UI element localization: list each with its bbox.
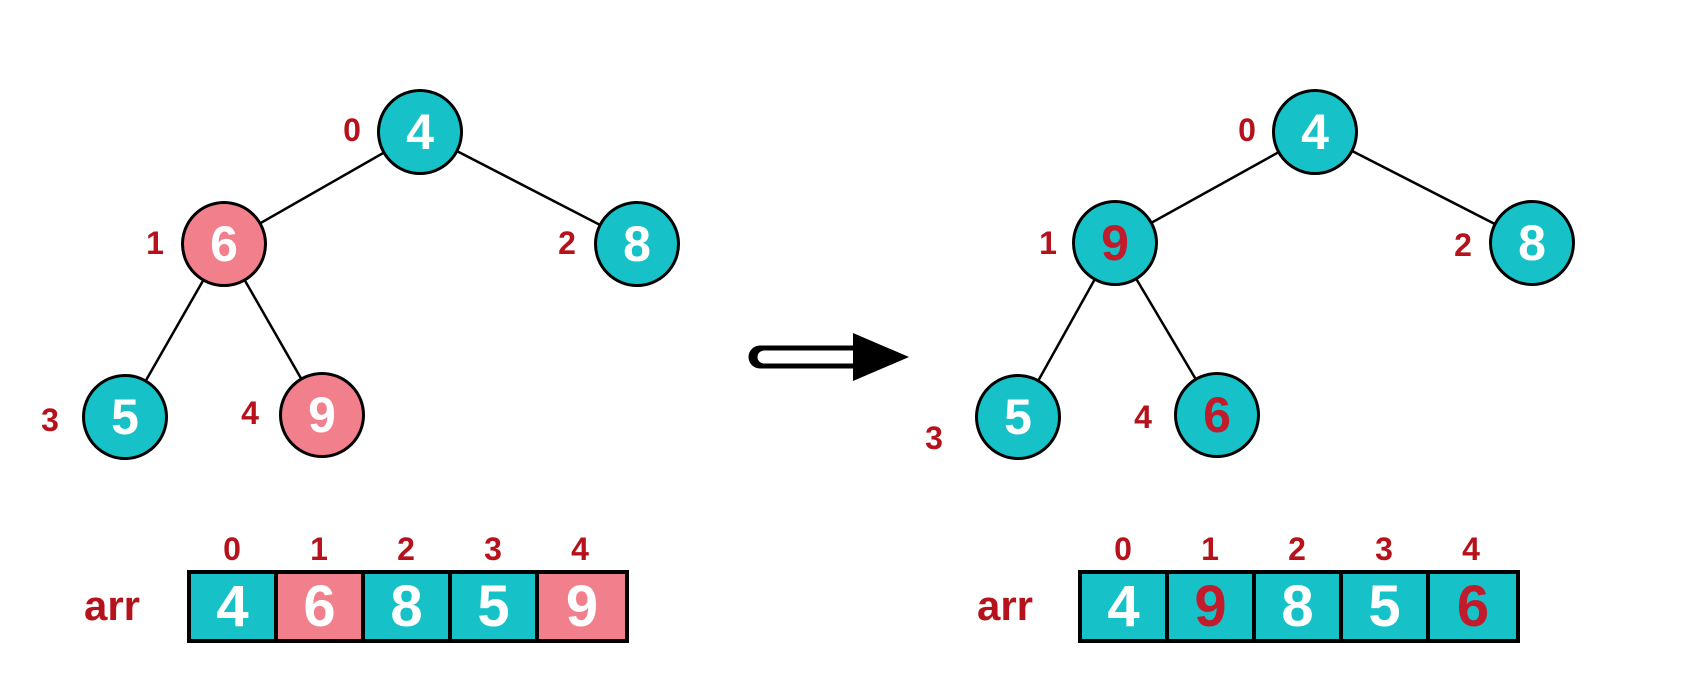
array-before-label: arr [83, 582, 141, 629]
tree-before-index-label-2: 2 [558, 225, 576, 261]
tree-after-index-label-2: 2 [1454, 227, 1472, 263]
tree-after-node-2: 8 [1489, 200, 1575, 286]
tree-after-index-label-3: 3 [925, 420, 943, 456]
tree-before-node-1: 6 [181, 201, 267, 287]
array-after-index-1: 1 [1201, 531, 1219, 567]
tree-before-node-3: 5 [82, 374, 168, 460]
tree-before-index-label-1: 1 [146, 225, 164, 261]
tree-before-node-0: 4 [377, 89, 463, 175]
tree-after-node-1: 9 [1072, 200, 1158, 286]
array-before-cell-1: 6 [278, 574, 365, 639]
tree-after-node-4: 6 [1174, 372, 1260, 458]
array-after-cell-0: 4 [1082, 574, 1169, 639]
tree-after-node-3: 5 [975, 374, 1061, 460]
array-before-index-2: 2 [397, 531, 415, 567]
array-before-index-3: 3 [484, 531, 502, 567]
array-before-index-4: 4 [571, 531, 589, 567]
tree-after-index-label-4: 4 [1134, 399, 1152, 435]
array-before-cell-0: 4 [191, 574, 278, 639]
tree-before-index-label-3: 3 [41, 402, 59, 438]
array-after-index-0: 0 [1114, 531, 1132, 567]
array-before-cell-3: 5 [452, 574, 539, 639]
tree-before-index-label-0: 0 [343, 112, 361, 148]
tree-after-index-label-1: 1 [1039, 225, 1057, 261]
tree-after-index-label-0: 0 [1238, 112, 1256, 148]
array-after-label: arr [976, 582, 1034, 629]
array-before-index-0: 0 [223, 531, 241, 567]
array-after-index-3: 3 [1375, 531, 1393, 567]
array-before-cell-4: 9 [539, 574, 625, 639]
array-before-cell-2: 8 [365, 574, 452, 639]
tree-after-node-0: 4 [1272, 89, 1358, 175]
tree-before-node-2: 8 [594, 201, 680, 287]
array-after-cell-3: 5 [1343, 574, 1430, 639]
tree-before-index-label-4: 4 [241, 395, 259, 431]
array-after-index-4: 4 [1462, 531, 1480, 567]
tree-before-node-4: 9 [279, 372, 365, 458]
array-after-cell-1: 9 [1169, 574, 1256, 639]
array-after-index-2: 2 [1288, 531, 1306, 567]
array-after-cell-4: 6 [1430, 574, 1516, 639]
array-after-cell-2: 8 [1256, 574, 1343, 639]
array-before-index-1: 1 [310, 531, 328, 567]
